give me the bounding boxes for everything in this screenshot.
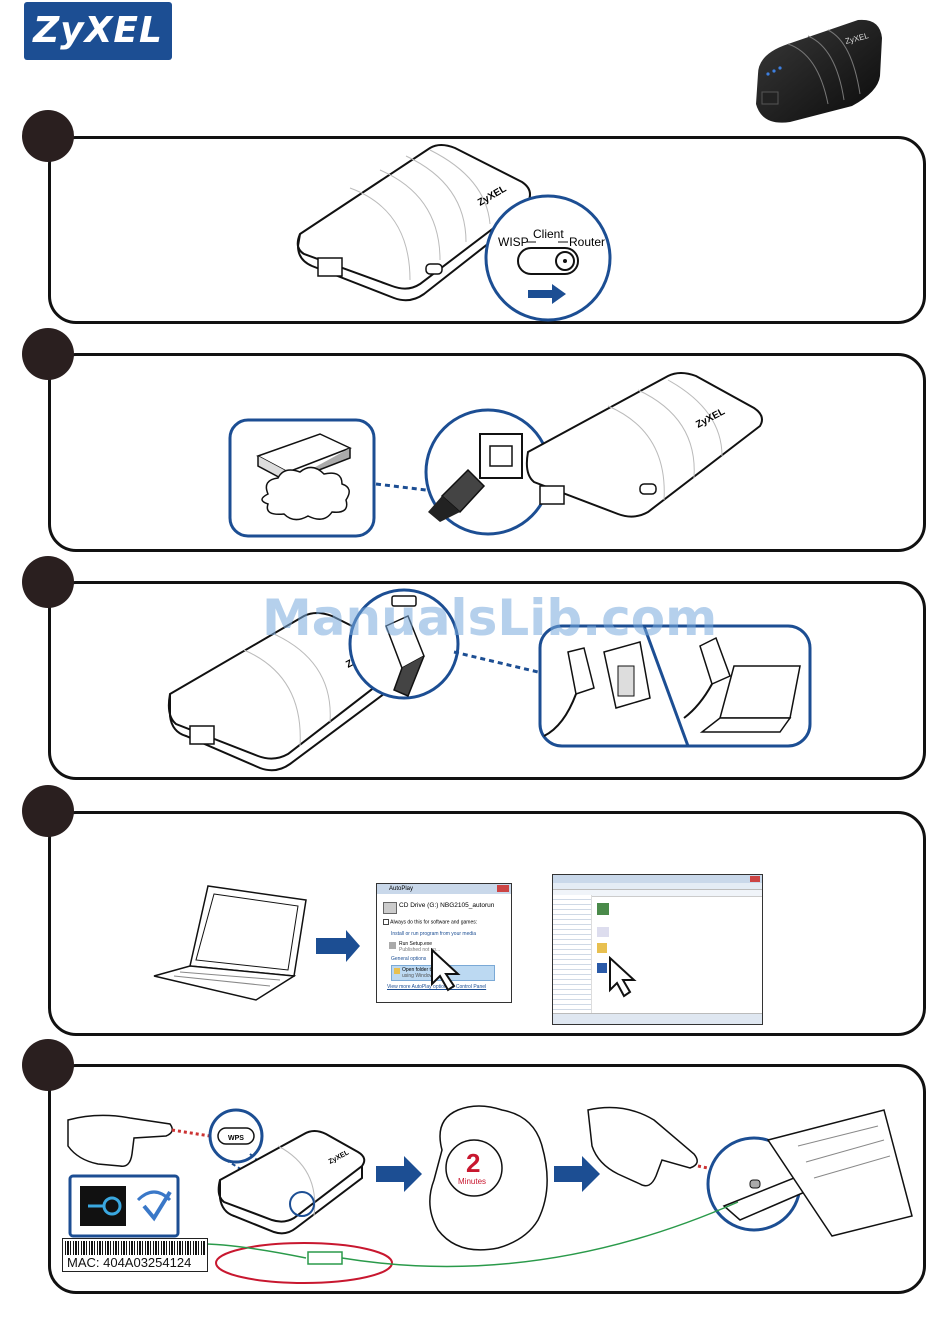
cd-drive-icon — [383, 902, 397, 914]
step-3-illustration: ZyXEL — [167, 588, 812, 772]
step-5-marker — [22, 1039, 74, 1091]
setup-icon — [389, 942, 396, 950]
ethernet-plug-icon — [440, 468, 486, 514]
dotted-connector — [375, 482, 427, 492]
mouse-pointer-icon — [431, 948, 461, 992]
pin-oval — [215, 1242, 393, 1284]
autoplay-checkbox-row[interactable]: Always do this for software and games: — [377, 909, 511, 925]
section-general: General options — [391, 956, 427, 963]
arrow-right-icon — [376, 1156, 422, 1192]
always-checkbox[interactable] — [383, 919, 389, 925]
autoplay-drive: CD Drive (G:) NBG2105_autorun — [377, 894, 511, 914]
section-install: Install or run program from your media — [391, 931, 477, 938]
zyxel-app-icon[interactable] — [597, 963, 607, 973]
micro-usb-port-icon — [391, 595, 417, 607]
autoplay-window: AutoPlay CD Drive (G:) NBG2105_autorun A… — [376, 883, 512, 1003]
product-photo: ZyXEL — [756, 19, 882, 123]
explorer-nav-pane[interactable] — [553, 895, 592, 1015]
step-1-illustration: ZyXEL WISP Client Router — [296, 144, 612, 322]
arrow-right-icon — [554, 1156, 600, 1192]
step-4-marker — [22, 785, 74, 837]
timer-number: 2 — [466, 1148, 480, 1178]
wps-label: WPS — [228, 1135, 244, 1142]
autoplay-title-bar: AutoPlay — [377, 884, 511, 894]
close-icon[interactable] — [497, 885, 509, 892]
usb-plug-icon — [567, 647, 595, 695]
step-1-marker — [22, 110, 74, 162]
mouse-pointer-icon — [609, 956, 637, 998]
explorer-window — [552, 874, 763, 1025]
application-icon[interactable] — [597, 903, 609, 915]
switch-label-router: Router — [569, 235, 605, 249]
autoplay-title: AutoPlay — [389, 886, 414, 892]
explorer-toolbar — [553, 890, 762, 897]
cloud-icon — [261, 466, 350, 521]
config-icon[interactable] — [597, 927, 609, 937]
folder-icon[interactable] — [597, 943, 607, 953]
switch-label-client: Client — [533, 227, 564, 241]
switch-label-wisp: WISP — [498, 235, 529, 249]
barcode-icon — [65, 1241, 205, 1255]
explorer-title-bar — [553, 875, 762, 883]
explorer-address-bar[interactable] — [553, 883, 762, 890]
explorer-status-bar — [553, 1013, 762, 1024]
step-2-illustration: ZyXEL — [228, 372, 763, 538]
watermark: ManualsLib.com — [262, 589, 718, 647]
zyxel-logo: ZyXEL — [24, 2, 172, 60]
run-setup-sub: Published not sp... — [399, 947, 441, 954]
step-5-illustration: WPS ZyXEL 2 Minutes — [67, 1105, 913, 1284]
laptop-icon — [719, 665, 801, 719]
pointing-hand-icon — [67, 1114, 173, 1167]
run-setup-option[interactable]: Run Setup.exe Published not sp... — [377, 937, 511, 953]
folder-icon — [394, 968, 400, 975]
mac-label: MAC: 404A03254124 — [62, 1238, 208, 1272]
control-panel-link[interactable]: View more AutoPlay options in Control Pa… — [387, 984, 487, 991]
open-folder-sub: using Windows — [402, 973, 436, 980]
autoplay-drive-label: CD Drive (G:) NBG2105_autorun — [399, 902, 495, 909]
usb-plug-icon — [699, 636, 731, 686]
close-icon[interactable] — [750, 876, 760, 882]
step-4-laptop — [153, 885, 360, 1001]
dotted-connector — [453, 650, 539, 674]
arrow-right-icon — [528, 284, 566, 304]
timer-unit: Minutes — [458, 1177, 486, 1186]
step-3-marker — [22, 556, 74, 608]
green-connector — [341, 1201, 739, 1268]
mac-text: MAC: 404A03254124 — [67, 1255, 192, 1270]
pin-entry-box — [307, 1251, 343, 1265]
pointing-hand-icon — [587, 1106, 698, 1187]
laptop-icon — [766, 1109, 913, 1237]
arrow-right-icon — [316, 930, 360, 962]
autoplay-checkbox-label: Always do this for software and games: — [390, 919, 478, 926]
open-folder-label: Open folder to — [402, 967, 434, 974]
wps-button-icon — [217, 1127, 255, 1145]
step-2-marker — [22, 328, 74, 380]
run-setup-label: Run Setup.exe — [399, 941, 433, 948]
